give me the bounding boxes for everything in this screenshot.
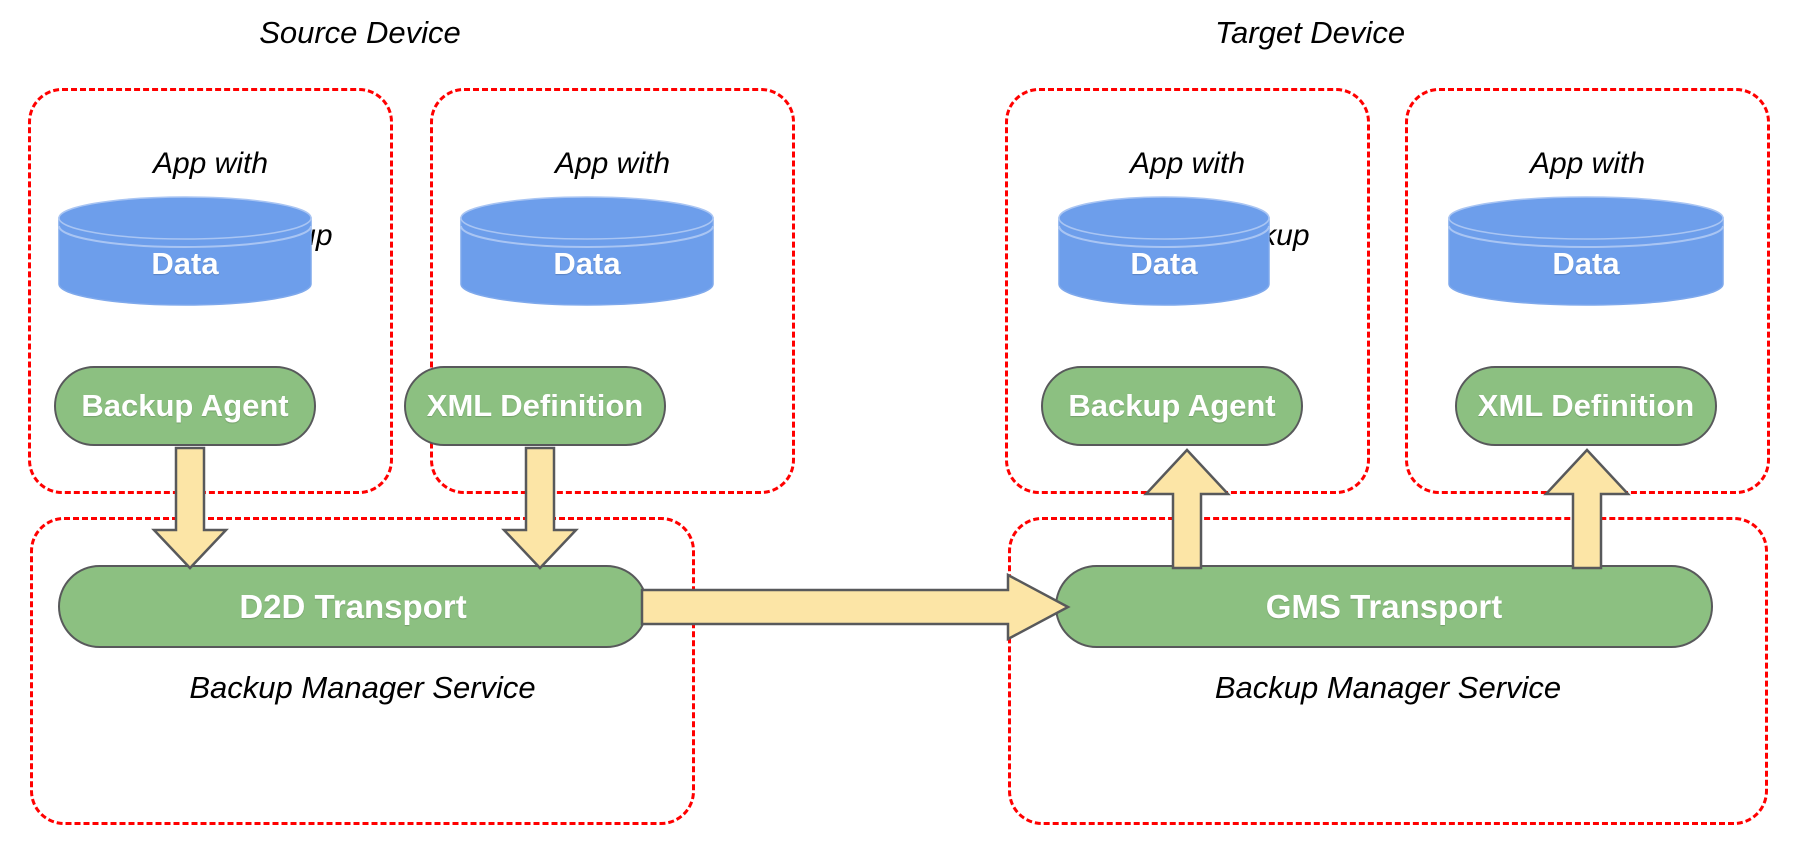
target-xml-definition-label: XML Definition (1477, 388, 1695, 423)
source-app-auto-data-cylinder: Data (460, 196, 714, 306)
source-app-auto-data-label: Data (553, 246, 621, 281)
target-app-auto-title-line1: App with (1529, 147, 1646, 180)
target-xml-definition-box[interactable]: XML Definition (1455, 366, 1717, 446)
target-backup-agent-box[interactable]: Backup Agent (1041, 366, 1303, 446)
source-app-auto-title-line1: App with (554, 147, 671, 180)
arrow-backup-agent-to-d2d-icon (150, 446, 230, 570)
arrow-xml-definition-to-d2d-icon (500, 446, 580, 570)
target-device-title: Target Device (1214, 15, 1406, 50)
source-app-keyvalue-container (28, 88, 393, 494)
source-app-keyvalue-data-label: Data (151, 246, 219, 281)
target-app-auto-data-cylinder: Data (1448, 196, 1724, 306)
gms-transport-box[interactable]: GMS Transport (1055, 565, 1713, 648)
target-app-keyvalue-title-line1: App with (1129, 147, 1246, 180)
target-backup-manager-service-label: Backup Manager Service (1214, 670, 1562, 705)
d2d-transport-label: D2D Transport (239, 587, 467, 625)
source-app-auto-container (430, 88, 795, 494)
source-backup-manager-service-container (30, 517, 695, 825)
source-xml-definition-box[interactable]: XML Definition (404, 366, 666, 446)
source-app-keyvalue-title-line1: App with (152, 147, 269, 180)
target-app-keyvalue-data-cylinder: Data (1058, 196, 1270, 306)
source-backup-manager-service-label: Backup Manager Service (189, 670, 536, 705)
target-backup-manager-service-container (1008, 517, 1768, 825)
source-device-title: Source Device (259, 15, 461, 50)
source-backup-agent-box[interactable]: Backup Agent (54, 366, 316, 446)
source-xml-definition-label: XML Definition (426, 388, 644, 423)
target-app-auto-data-label: Data (1552, 246, 1620, 281)
source-app-keyvalue-data-cylinder: Data (58, 196, 312, 306)
arrow-d2d-to-gms-icon (640, 572, 1071, 642)
d2d-transport-box[interactable]: D2D Transport (58, 565, 648, 648)
arrow-gms-to-xml-definition-icon (1542, 448, 1632, 570)
target-app-keyvalue-data-label: Data (1130, 246, 1198, 281)
arrow-gms-to-backup-agent-icon (1142, 448, 1232, 570)
target-backup-agent-label: Backup Agent (1068, 388, 1276, 423)
gms-transport-label: GMS Transport (1265, 587, 1503, 625)
source-backup-agent-label: Backup Agent (81, 388, 289, 423)
